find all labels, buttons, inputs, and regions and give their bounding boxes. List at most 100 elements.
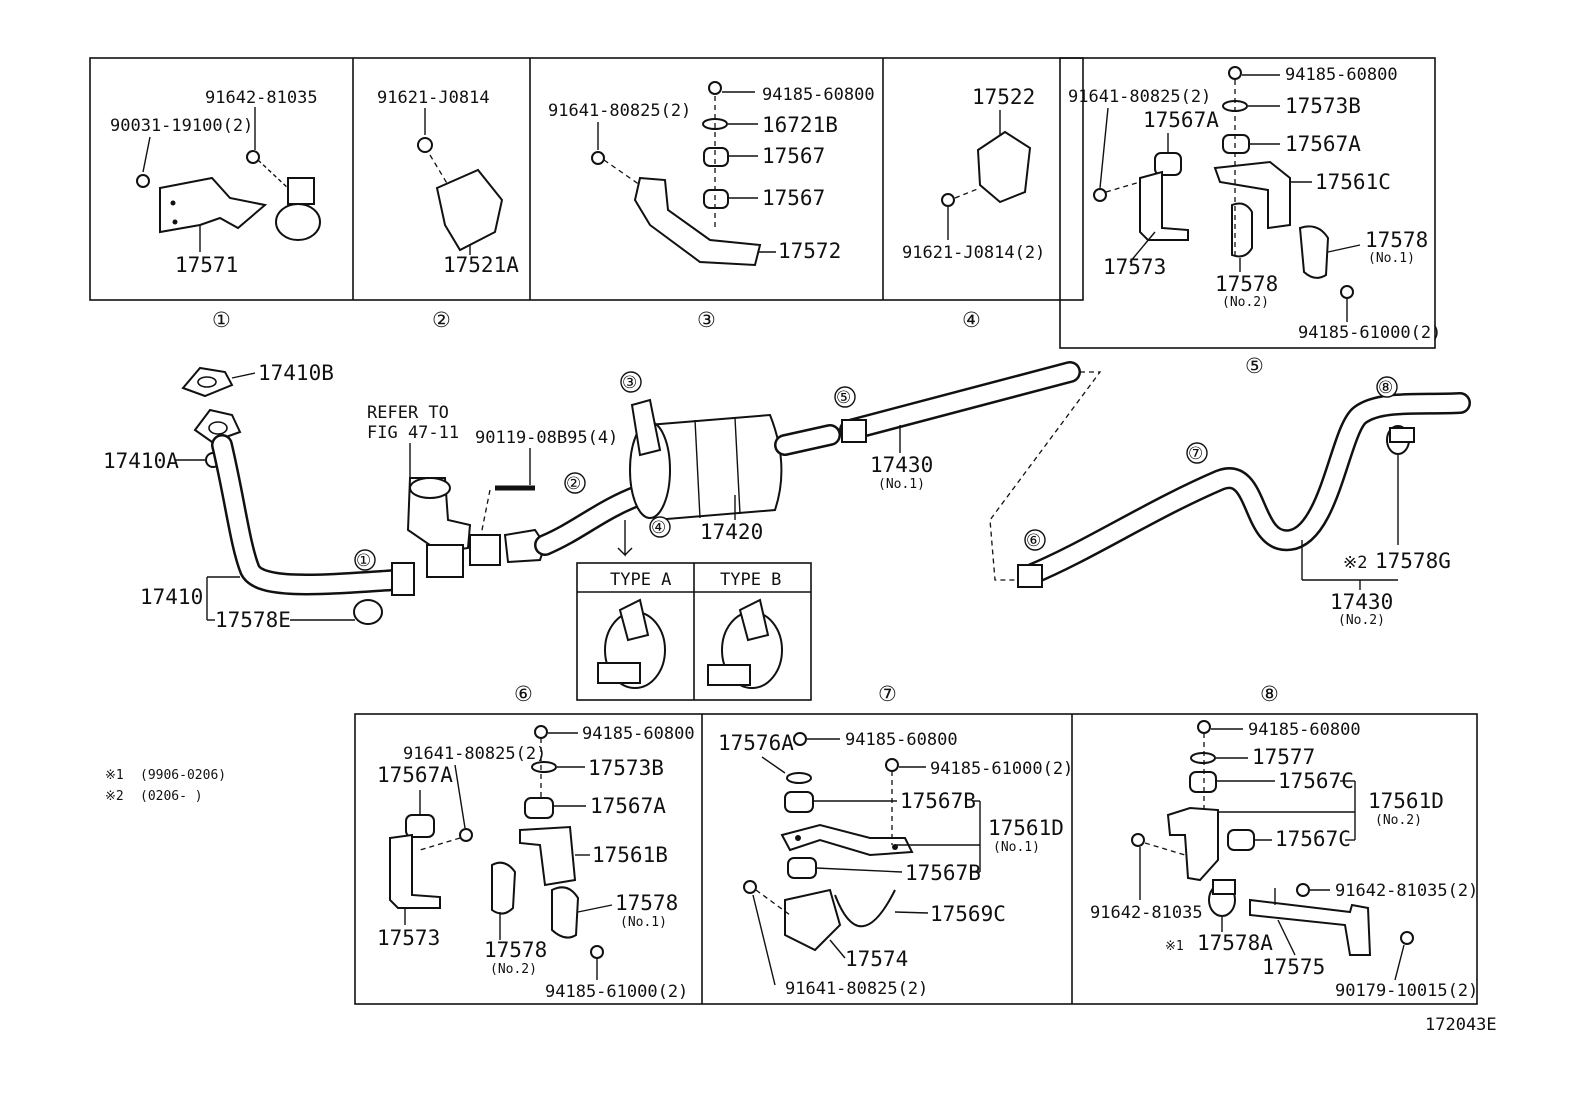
label-91642-81035: 91642-81035 [205, 88, 318, 108]
label-17567C-b: 17567C [1275, 827, 1351, 851]
label-17567B-b: 17567B [905, 861, 981, 885]
bracket-17574 [784, 888, 842, 952]
marker-6: ⑥ [514, 682, 533, 706]
cushion-icon [1189, 771, 1217, 793]
marker-7: ⑦ [878, 682, 897, 706]
label-17573: 17573 [1103, 255, 1166, 279]
label-17578-no2: 17578 [1215, 272, 1278, 296]
label-91641-80825: 91641-80825(2) [548, 101, 691, 121]
detail-8: 94185-60800 17577 17567C 17561D (No.2) 1… [1090, 720, 1478, 1001]
pipe-end [841, 419, 867, 443]
label-17420: 17420 [700, 520, 763, 544]
bracket-17561B [519, 825, 577, 887]
heat-shield-17521A [435, 168, 504, 252]
label-17410: 17410 [140, 585, 203, 609]
hanger-icon [630, 398, 662, 457]
bracket-17573-6 [389, 833, 441, 909]
nut-icon [1197, 720, 1211, 734]
label-17578-no2-6: 17578 [484, 938, 547, 962]
nut-icon [708, 81, 722, 95]
label-17522: 17522 [972, 85, 1035, 109]
label-17430-no2: 17430 [1330, 590, 1393, 614]
nut-icon [793, 732, 807, 746]
note-1-text: (9906-0206) [140, 768, 226, 783]
type-a-pipe [597, 662, 641, 684]
bracket-17573 [1139, 170, 1189, 241]
label-91641-80825-6: 91641-80825(2) [403, 744, 546, 764]
label-17578-no1-sub: (No.1) [1368, 251, 1415, 266]
clamp-17578-no2-6 [491, 861, 517, 915]
label-94185-61000-7: 94185-61000(2) [930, 759, 1073, 779]
label-91621-J0814: 91621-J0814 [377, 88, 490, 108]
flange-icon [469, 534, 501, 566]
type-box: TYPE A TYPE B [576, 562, 812, 701]
nut-icon [1340, 285, 1354, 299]
bolt-icon [591, 151, 605, 165]
label-17430-no1-sub: (No.1) [878, 477, 925, 492]
note-2-text: (0206- ) [140, 789, 203, 804]
flange-icon [391, 562, 415, 596]
detail-4: 17522 91621-J0814(2) [902, 85, 1045, 263]
clamp-head [287, 177, 315, 205]
nut-icon [1228, 66, 1242, 80]
svg-text:⑤: ⑤ [836, 388, 851, 408]
label-94185-61000-6: 94185-61000(2) [545, 982, 688, 1002]
label-17561D-no2: 17561D [1368, 789, 1444, 813]
detail-6: 94185-60800 91641-80825(2) 17573B 17567A… [377, 724, 695, 1002]
label-17572: 17572 [778, 239, 841, 263]
flange-icon [193, 408, 242, 444]
label-17561D-no2-sub: (No.2) [1375, 813, 1422, 828]
label-17567A-b: 17567A [1285, 132, 1361, 156]
label-17571: 17571 [175, 253, 238, 277]
cushion-icon [703, 189, 729, 209]
bracket-17561D-no2 [1166, 806, 1219, 882]
label-91642-81035-8: 91642-81035 [1090, 903, 1203, 923]
bolt-icon [941, 193, 955, 207]
label-94185-61000: 94185-61000(2) [1298, 323, 1441, 343]
type-b-hanger [738, 598, 770, 642]
marker-4: ④ [962, 308, 981, 332]
label-17578G: 17578G [1375, 549, 1451, 573]
bolt-icon [1400, 931, 1414, 945]
mark-17578G: ※2 [1343, 553, 1367, 573]
label-17578-no2-sub: (No.2) [1222, 295, 1269, 310]
cushion-icon [1154, 152, 1182, 176]
diagram-id: 172043E [1425, 1015, 1497, 1035]
label-94185-60800-5: 94185-60800 [1285, 65, 1398, 85]
label-17567-b: 17567 [762, 186, 825, 210]
hanger-17522 [976, 130, 1032, 204]
label-17576A: 17576A [718, 731, 794, 755]
label-17567A-6b: 17567A [590, 794, 666, 818]
svg-text:②: ② [566, 474, 581, 494]
label-17578-no1-6-sub: (No.1) [620, 915, 667, 930]
bolt-icon [417, 137, 433, 153]
nut-icon [590, 945, 604, 959]
type-a-label: TYPE A [610, 570, 671, 590]
bracket-17561C [1213, 160, 1291, 230]
bolt-icon [459, 828, 473, 842]
label-17569C: 17569C [930, 902, 1006, 926]
type-a-hanger [618, 598, 650, 642]
band-17569C [834, 889, 896, 928]
svg-text:③: ③ [622, 373, 637, 393]
marker-8: ⑧ [1260, 682, 1279, 706]
clamp-17578-no2 [1231, 202, 1253, 258]
label-91621-J0814-2: 91621-J0814(2) [902, 243, 1045, 263]
bolt-icon [1093, 188, 1107, 202]
label-90031-19100: 90031-19100(2) [110, 116, 253, 136]
label-17573B-6: 17573B [588, 756, 664, 780]
label-17561D-no1-sub: (No.1) [993, 840, 1040, 855]
clamp-head [1389, 427, 1415, 443]
label-17567A-a: 17567A [1143, 108, 1219, 132]
washer-icon [786, 772, 812, 784]
svg-text:⑦: ⑦ [1188, 444, 1203, 464]
cushion-icon [787, 857, 817, 879]
refer-line-2: FIG 47-11 [367, 423, 459, 443]
label-17561C: 17561C [1315, 170, 1391, 194]
label-17578-no1-6: 17578 [615, 891, 678, 915]
washer-icon [531, 761, 557, 773]
bracket-17575 [1249, 898, 1372, 956]
detail-5: 91641-80825(2) 94185-60800 17573B 17567A… [1068, 65, 1441, 343]
refer-line-1: REFER TO [367, 403, 449, 423]
